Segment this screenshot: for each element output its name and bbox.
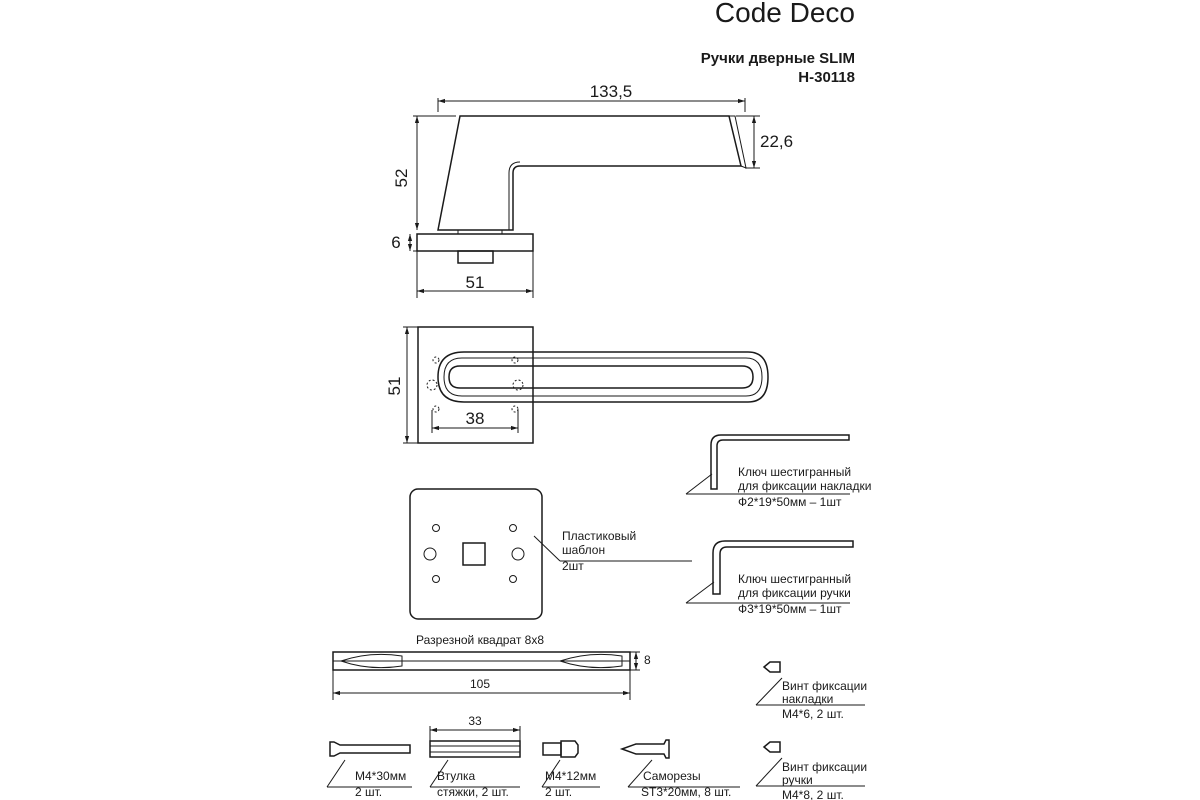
hex-key-1-size: Ф2*19*50мм – 1шт <box>738 495 842 509</box>
product-code: H-30118 <box>798 69 855 86</box>
dim-tip-height: 22,6 <box>760 132 793 151</box>
product-title: Ручки дверные SLIM <box>701 50 855 67</box>
spindle-stub <box>457 250 494 264</box>
dim-height: 52 <box>392 169 411 188</box>
bolt-m4x12-qty: 2 шт. <box>545 785 572 799</box>
set-screw-handle-icon <box>755 741 865 787</box>
spindle-height: 8 <box>644 653 651 667</box>
screw-rosette-label: Винт фиксации <box>782 679 867 693</box>
template-qty: 2шт <box>562 559 584 573</box>
set-screw-rosette-icon <box>755 661 865 706</box>
screw-rosette-size: M4*6, 2 шт. <box>782 707 844 721</box>
bolt-m4x30-size: M4*30мм <box>355 769 406 783</box>
hex-key-2-size: Ф3*19*50мм – 1шт <box>738 602 842 616</box>
rosette-side <box>416 233 534 252</box>
hex-key-1-icon <box>685 434 850 495</box>
screw-rosette-purpose: накладки <box>782 692 833 706</box>
sleeve-qty: стяжки, 2 шт. <box>437 785 509 799</box>
bolt-m4x30-qty: 2 шт. <box>355 785 382 799</box>
dim-length: 133,5 <box>590 82 633 101</box>
screw-handle-purpose: ручки <box>782 773 813 787</box>
dim-rosette-width: 51 <box>466 273 485 292</box>
hex-key-1-purpose: для фиксации накладки <box>738 479 871 493</box>
self-tapping-label: Саморезы <box>643 769 701 783</box>
sleeve-icon <box>429 726 521 788</box>
template-name: шаблон <box>562 543 605 557</box>
self-tapping-size: ST3*20мм, 8 шт. <box>641 785 731 799</box>
plastic-template-icon <box>409 488 692 620</box>
spindle-length: 105 <box>470 677 490 691</box>
bolt-m4x30-icon <box>326 741 412 788</box>
screw-handle-size: M4*8, 2 шт. <box>782 788 844 800</box>
handle-side-view: 133,5 52 6 51 22,6 <box>391 82 793 298</box>
hex-key-2-label: Ключ шестигранный <box>738 572 851 586</box>
spindle-title: Разрезной квадрат 8x8 <box>416 633 544 647</box>
hex-key-2-purpose: для фиксации ручки <box>738 586 851 600</box>
bolt-m4x12-size: M4*12мм <box>545 769 596 783</box>
brand-logo: Code Deco <box>715 0 855 28</box>
self-tapping-screw-icon <box>619 739 740 788</box>
handle-top-view: 51 38 <box>385 326 769 444</box>
bolt-m4x12-icon <box>541 740 600 788</box>
sleeve-length: 33 <box>468 714 482 728</box>
dim-rosette-thickness: 6 <box>391 233 400 252</box>
split-spindle-icon <box>332 651 640 700</box>
dim-hole-spacing: 38 <box>466 409 485 428</box>
template-label: Пластиковый <box>562 529 636 543</box>
dim-rosette-size: 51 <box>385 377 404 396</box>
hex-key-2-icon <box>685 540 854 604</box>
hex-key-1-label: Ключ шестигранный <box>738 465 851 479</box>
screw-handle-label: Винт фиксации <box>782 760 867 774</box>
sleeve-label: Втулка <box>437 769 475 783</box>
